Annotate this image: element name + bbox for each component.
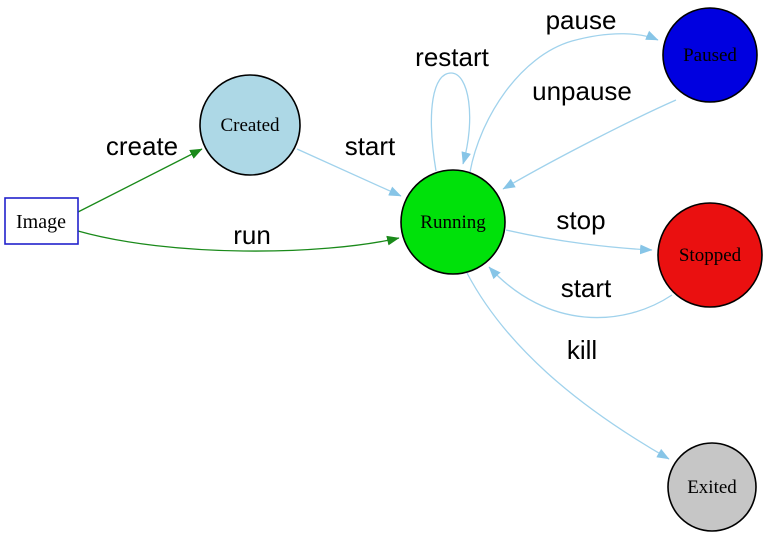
edge-label-restart: restart xyxy=(415,42,489,72)
paused-node-label: Paused xyxy=(683,45,737,66)
running-node-shape xyxy=(400,169,506,275)
edges xyxy=(77,30,677,460)
edge-kill xyxy=(466,272,670,460)
node-stopped: Stopped xyxy=(657,202,763,308)
edge-start-created-running xyxy=(296,148,402,197)
edge-label-unpause: unpause xyxy=(532,76,632,106)
edge-create xyxy=(77,148,203,213)
image-node-label: Image xyxy=(16,211,66,233)
stopped-node-shape xyxy=(657,202,763,308)
nodes: Image Created Running Paused Stopped Exi xyxy=(4,7,763,532)
edge-label-stop: stop xyxy=(556,205,605,235)
edge-label-run: run xyxy=(233,220,271,250)
node-image: Image xyxy=(4,197,79,245)
exited-node-shape xyxy=(667,442,757,532)
edge-label-create: create xyxy=(106,131,178,161)
edge-run xyxy=(77,230,400,252)
edge-labels: create run start restart pause unpause s… xyxy=(106,5,632,365)
created-node-shape xyxy=(199,74,301,176)
edge-label-start-bottom: start xyxy=(561,273,612,303)
created-node-label: Created xyxy=(220,115,280,136)
edge-start-stopped-running xyxy=(488,266,673,319)
paused-node-shape xyxy=(662,7,758,103)
node-created: Created xyxy=(199,74,301,176)
node-exited: Exited xyxy=(667,442,757,532)
node-running: Running xyxy=(400,169,506,275)
stopped-node-label: Stopped xyxy=(679,245,742,266)
running-node-label: Running xyxy=(420,212,486,233)
image-node-shape xyxy=(4,197,79,245)
exited-node-label: Exited xyxy=(687,477,737,498)
edge-label-pause: pause xyxy=(546,5,617,35)
node-paused: Paused xyxy=(662,7,758,103)
edge-label-kill: kill xyxy=(567,335,597,365)
edge-unpause xyxy=(502,99,677,190)
edge-pause xyxy=(469,30,659,173)
edge-restart-self-loop xyxy=(430,72,471,172)
edge-label-start-top: start xyxy=(345,131,396,161)
edge-stop xyxy=(505,229,653,255)
